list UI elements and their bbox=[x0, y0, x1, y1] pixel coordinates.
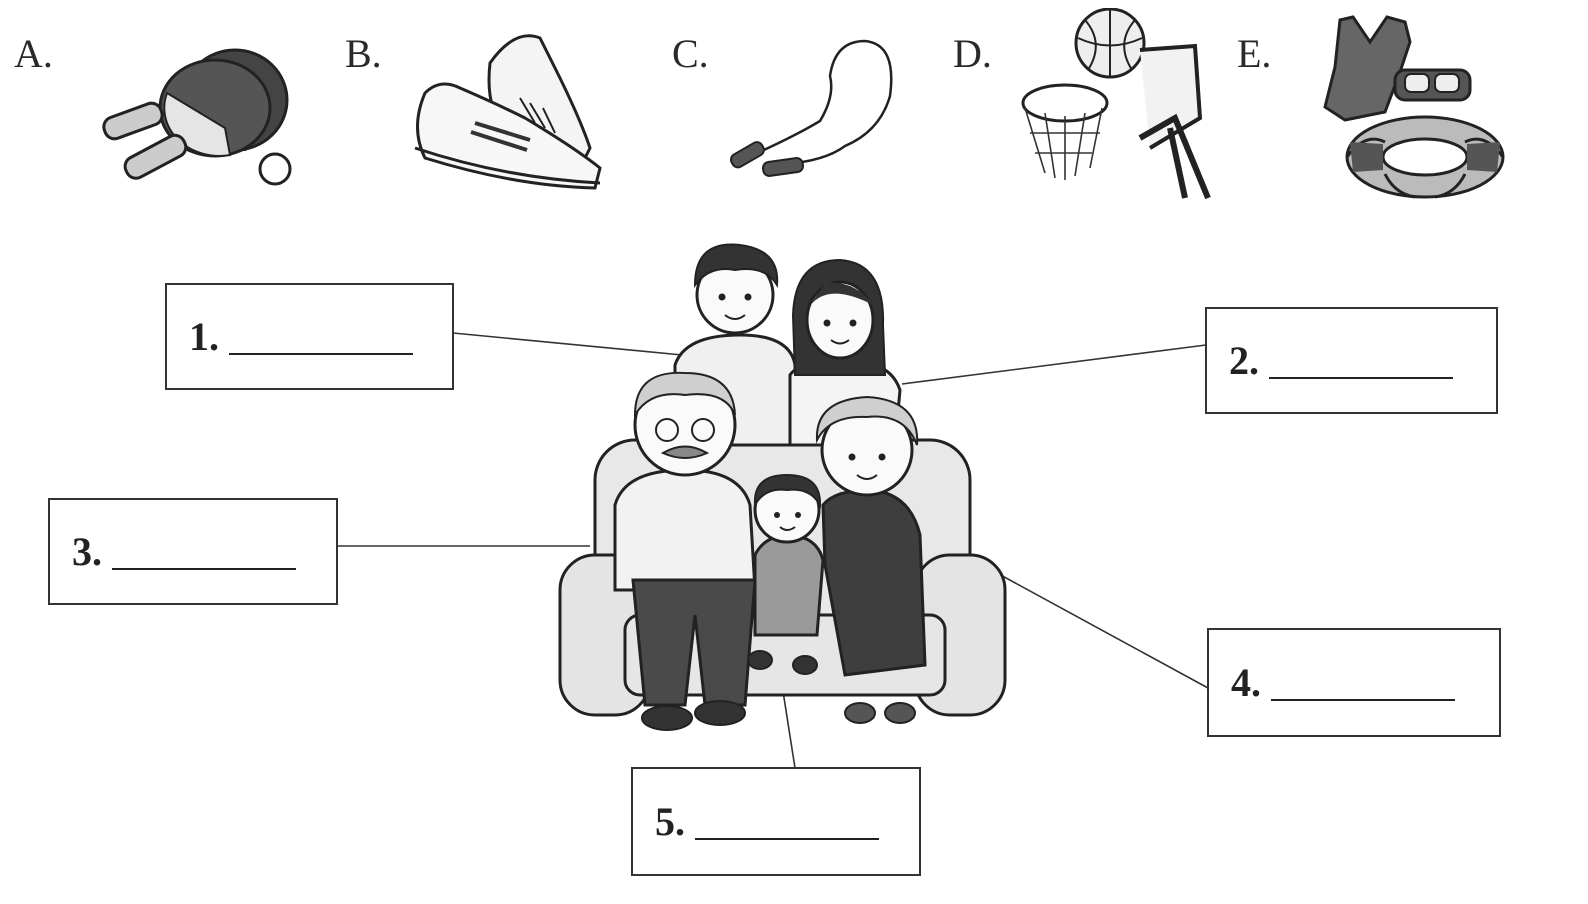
ping-pong-paddles-icon bbox=[102, 48, 292, 186]
label-number: 4. bbox=[1231, 660, 1261, 705]
answer-blank-1[interactable] bbox=[229, 327, 413, 355]
basketball-hoop-icon bbox=[1021, 8, 1211, 200]
label-box-4: 4. bbox=[1207, 628, 1501, 737]
label-box-3: 3. bbox=[48, 498, 338, 605]
answer-blank-3[interactable] bbox=[112, 542, 296, 570]
label-number: 2. bbox=[1229, 338, 1259, 383]
label-number: 5. bbox=[655, 799, 685, 844]
swimming-gear-icon bbox=[1323, 15, 1505, 199]
label-number: 3. bbox=[72, 529, 102, 574]
label-number: 1. bbox=[189, 314, 219, 359]
label-box-2: 2. bbox=[1205, 307, 1498, 414]
answer-blank-2[interactable] bbox=[1269, 351, 1453, 379]
jump-rope-icon bbox=[729, 39, 893, 177]
option-letter-e: E. bbox=[1237, 31, 1272, 76]
answer-blank-5[interactable] bbox=[695, 812, 879, 840]
option-letter-b: B. bbox=[345, 31, 382, 76]
label-box-1: 1. bbox=[165, 283, 454, 390]
family-on-sofa-icon bbox=[558, 243, 1007, 731]
label-box-5: 5. bbox=[631, 767, 921, 876]
answer-blank-4[interactable] bbox=[1271, 673, 1455, 701]
option-letter-d: D. bbox=[953, 31, 992, 76]
sneakers-icon bbox=[414, 34, 602, 190]
option-letter-c: C. bbox=[672, 31, 709, 76]
option-letter-a: A. bbox=[14, 31, 53, 76]
